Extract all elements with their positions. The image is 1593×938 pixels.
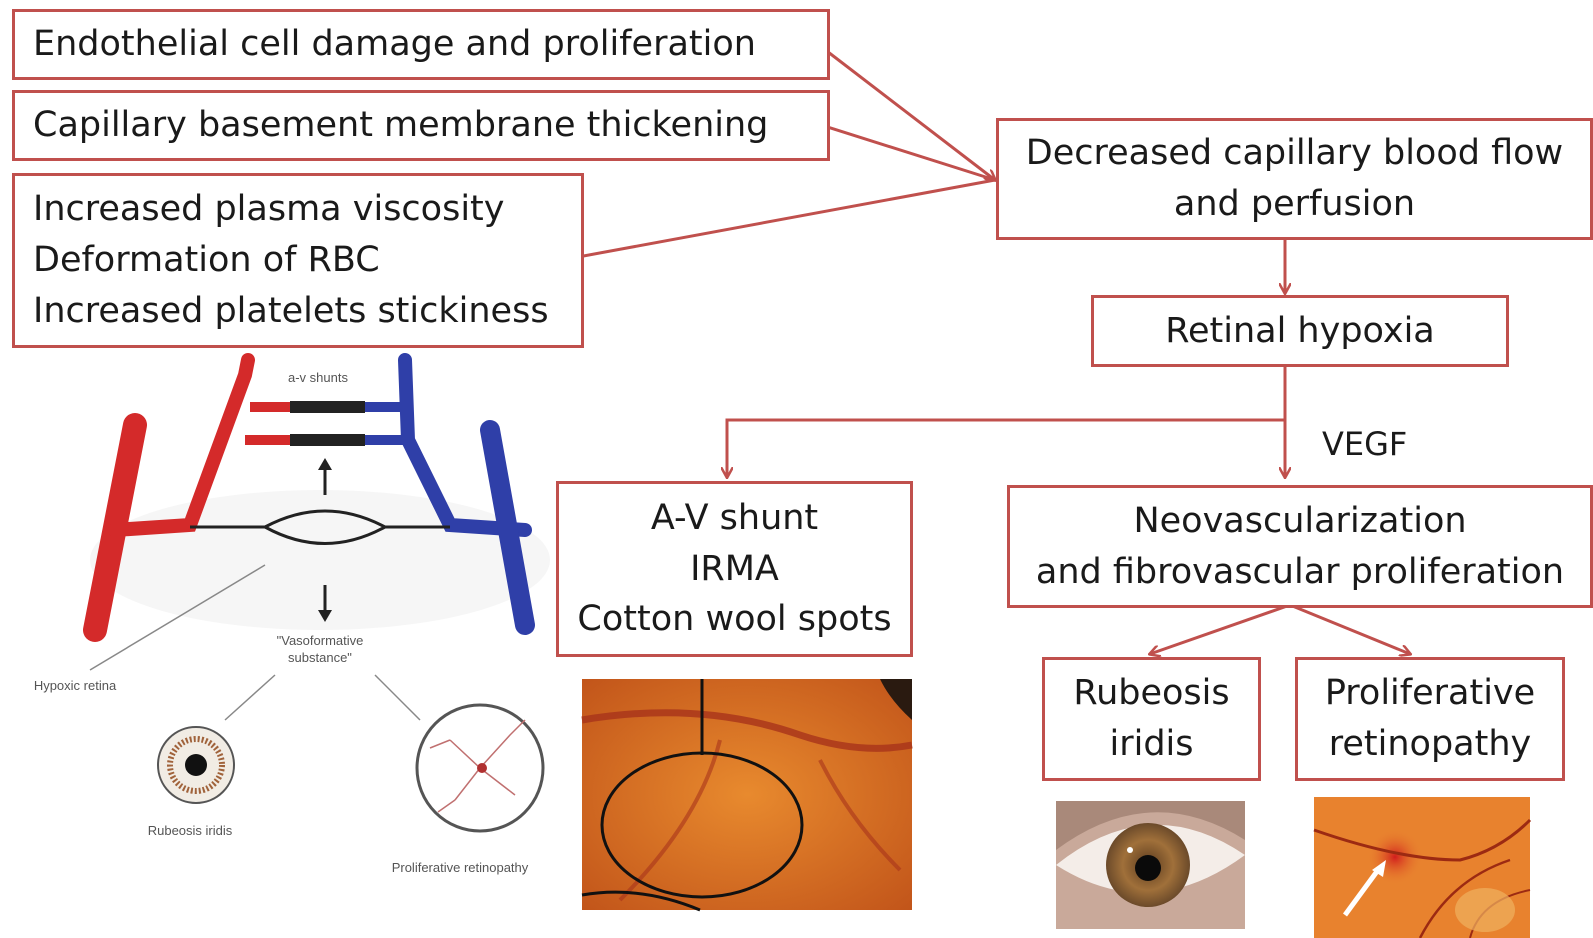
retinal-hypoxia-box: Retinal hypoxia [1091,295,1509,367]
rubeosis-line2: iridis [1109,719,1193,770]
plasma-viscosity-text: Increased plasma viscosity [33,184,504,235]
vasoformative-label-2: substance" [288,650,352,665]
basement-membrane-box: Capillary basement membrane thickening [12,90,830,161]
irma-text: IRMA [690,544,779,595]
decreased-flow-box: Decreased capillary blood flow and perfu… [996,118,1593,240]
hypoxic-retina-label: Hypoxic retina [34,678,117,693]
av-shunt-box: A-V shunt IRMA Cotton wool spots [556,481,913,657]
rubeosis-line1: Rubeosis [1073,668,1229,719]
fundus-photo [582,679,912,910]
basement-membrane-text: Capillary basement membrane thickening [33,100,768,151]
decreased-flow-line1: Decreased capillary blood flow [1026,128,1563,179]
proliferative-box: Proliferative retinopathy [1295,657,1565,781]
rubeosis-box: Rubeosis iridis [1042,657,1261,781]
neovascularization-box: Neovascularization and fibrovascular pro… [1007,485,1593,608]
av-shunts-label: a-v shunts [288,370,348,385]
decreased-flow-line2: and perfusion [1174,179,1415,230]
platelet-stickiness-text: Increased platelets stickiness [33,286,549,337]
rbc-deformation-text: Deformation of RBC [33,235,380,286]
arrows-from-hypoxia [727,364,1285,477]
eye-photo [1056,801,1245,929]
cotton-wool-text: Cotton wool spots [577,594,891,645]
rubeosis-iridis-label: Rubeosis iridis [148,823,233,838]
av-shunt-text: A-V shunt [651,493,818,544]
arrows-from-neovascularization [1150,605,1410,654]
vasoformative-label-1: "Vasoformative [277,633,364,648]
proliferative-line1: Proliferative [1325,668,1535,719]
neovascularization-line1: Neovascularization [1133,496,1466,547]
blood-factors-box: Increased plasma viscosity Deformation o… [12,173,584,348]
retinopathy-photo [1314,797,1530,938]
proliferative-retinopathy-label: Proliferative retinopathy [392,860,529,875]
retinal-hypoxia-text: Retinal hypoxia [1165,306,1435,357]
neovascularization-line2: and fibrovascular proliferation [1036,547,1564,598]
endothelial-damage-text: Endothelial cell damage and proliferatio… [33,19,756,70]
vegf-label: VEGF [1322,425,1407,463]
av-shunt-illustration: a-v shunts "Vasoformative substance" Hyp… [34,360,550,875]
endothelial-damage-box: Endothelial cell damage and proliferatio… [12,9,830,80]
proliferative-line2: retinopathy [1329,719,1531,770]
